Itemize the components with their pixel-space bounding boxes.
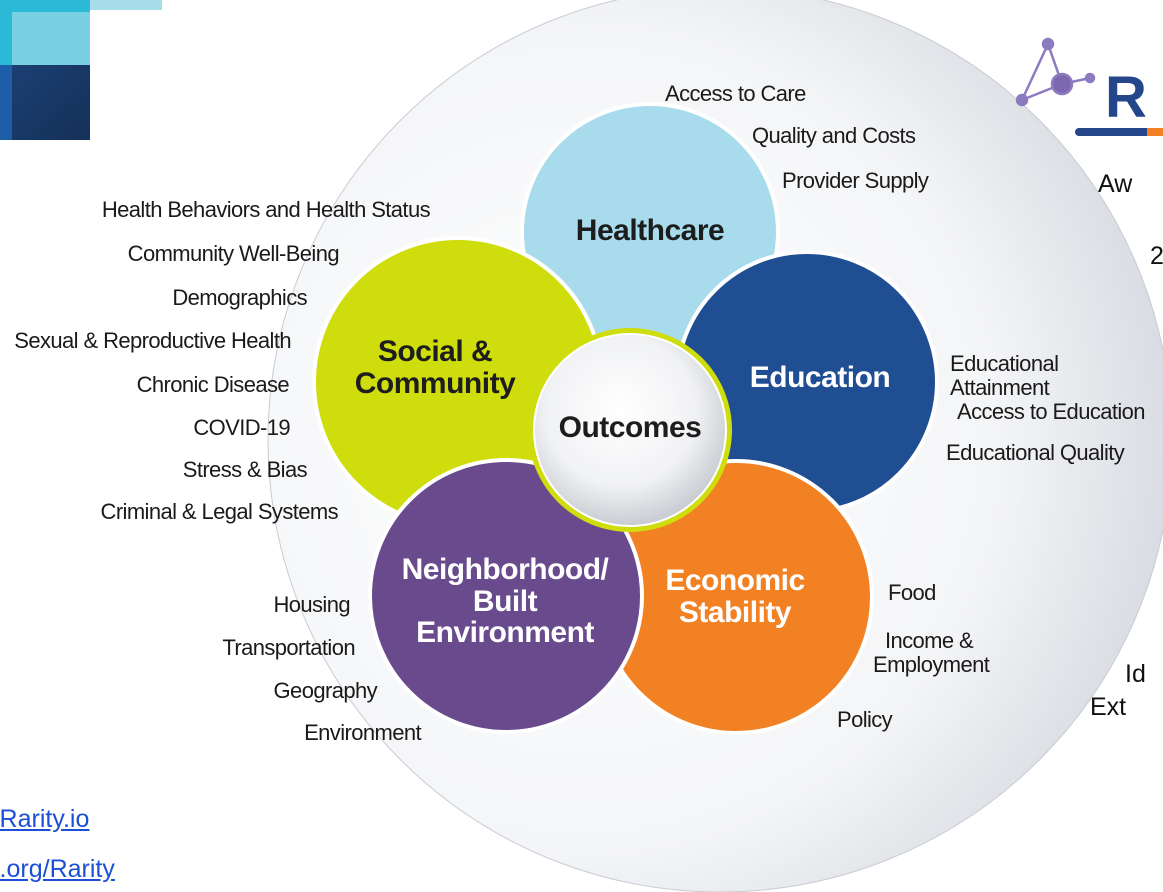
outcomes-label: Outcomes xyxy=(558,411,702,444)
logo-underline-blue xyxy=(1075,128,1151,136)
social-item: COVID-19 xyxy=(193,415,290,440)
social-item: Stress & Bias xyxy=(182,457,308,482)
social-item: Chronic Disease xyxy=(136,372,290,397)
healthcare-item: Access to Care xyxy=(665,81,806,106)
social-label-line2: Community xyxy=(354,366,516,400)
education-item: Educational Quality xyxy=(946,440,1125,465)
partial-text: 2 xyxy=(1150,242,1163,270)
education-label: Education xyxy=(749,361,891,394)
outcomes-circle xyxy=(533,333,727,527)
rarity-link-1[interactable]: lRarity.io xyxy=(0,805,90,833)
neighborhood-label-line3: Environment xyxy=(416,616,594,649)
logo-underline-orange xyxy=(1147,128,1163,136)
logo-letter: R xyxy=(1105,65,1147,130)
healthcare-item: Provider Supply xyxy=(782,168,929,193)
partial-text: Ext xyxy=(1090,693,1127,721)
education-item-line: Attainment xyxy=(950,375,1050,400)
neighborhood-circle xyxy=(368,458,644,734)
economic-label: Economic Stability xyxy=(650,565,820,628)
neighborhood-label-line1: Neighborhood/ xyxy=(401,553,609,586)
social-item: Community Well-Being xyxy=(127,241,340,266)
education-item-line: Educational xyxy=(950,351,1059,376)
social-item: Sexual & Reproductive Health xyxy=(14,328,291,353)
neighborhood-item: Environment xyxy=(304,720,422,745)
healthcare-item: Quality and Costs xyxy=(752,123,916,148)
partial-text: Aw xyxy=(1098,170,1133,198)
logo-network-icon xyxy=(1015,37,1096,107)
neighborhood-item: Transportation xyxy=(222,635,355,660)
social-item: Health Behaviors and Health Status xyxy=(101,197,431,222)
education-item: Access to Education xyxy=(957,399,1146,424)
economic-item: Policy xyxy=(837,707,893,732)
social-label-line1: Social & xyxy=(377,335,493,368)
economic-label-line2: Stability xyxy=(678,595,792,629)
economic-item-line: Income & xyxy=(885,628,974,653)
healthcare-label: Healthcare xyxy=(575,214,725,247)
social-item: Demographics xyxy=(172,285,307,310)
neighborhood-label-line2: Built xyxy=(472,584,538,618)
economic-item-line: Employment xyxy=(873,652,990,677)
neighborhood-label: Neighborhood/ Built Environment xyxy=(385,554,625,649)
neighborhood-item: Geography xyxy=(273,678,378,703)
economic-item: Income & Employment xyxy=(873,627,990,679)
rarity-link-2[interactable]: l.org/Rarity xyxy=(0,855,115,883)
education-item: Educational Attainment xyxy=(950,350,1059,402)
neighborhood-item: Housing xyxy=(273,592,350,617)
partial-text: Id xyxy=(1125,660,1146,688)
social-item: Criminal & Legal Systems xyxy=(100,499,339,524)
corner-tiles xyxy=(0,0,162,140)
economic-label-line1: Economic xyxy=(665,564,805,597)
social-label: Social & Community xyxy=(340,336,530,399)
economic-item: Food xyxy=(888,580,936,605)
